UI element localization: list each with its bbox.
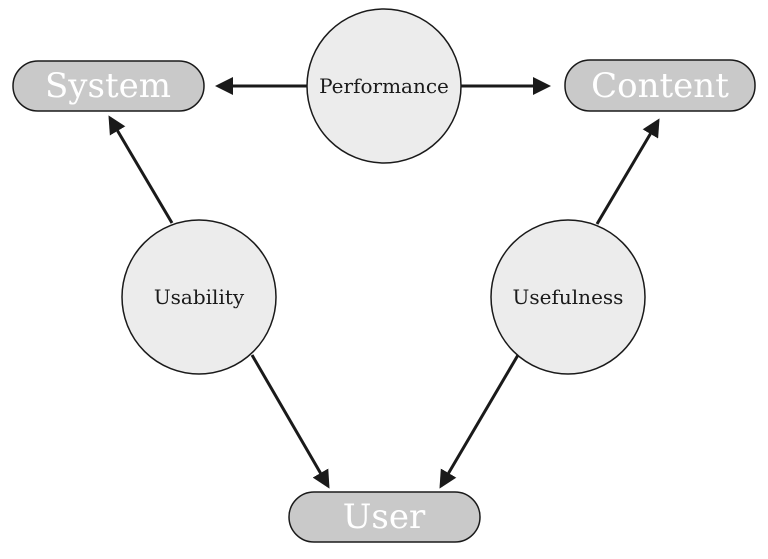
user-node: User [288,491,481,543]
usefulness-to-user-arrow [439,354,520,489]
user-label: User [343,497,426,537]
usability-to-user-arrow [250,354,330,489]
performance-label: Performance [319,74,449,98]
system-node: System [12,60,205,112]
system-label: System [45,66,171,106]
usability-to-system-arrow [108,115,174,224]
usefulness-label: Usefulness [513,285,624,309]
content-node: Content [564,59,756,112]
content-label: Content [591,66,729,106]
usability-circle: Usability [121,219,277,375]
usability-label: Usability [154,285,245,309]
usefulness-circle: Usefulness [490,219,646,375]
performance-circle: Performance [306,8,462,164]
usefulness-to-content-arrow [595,118,660,225]
